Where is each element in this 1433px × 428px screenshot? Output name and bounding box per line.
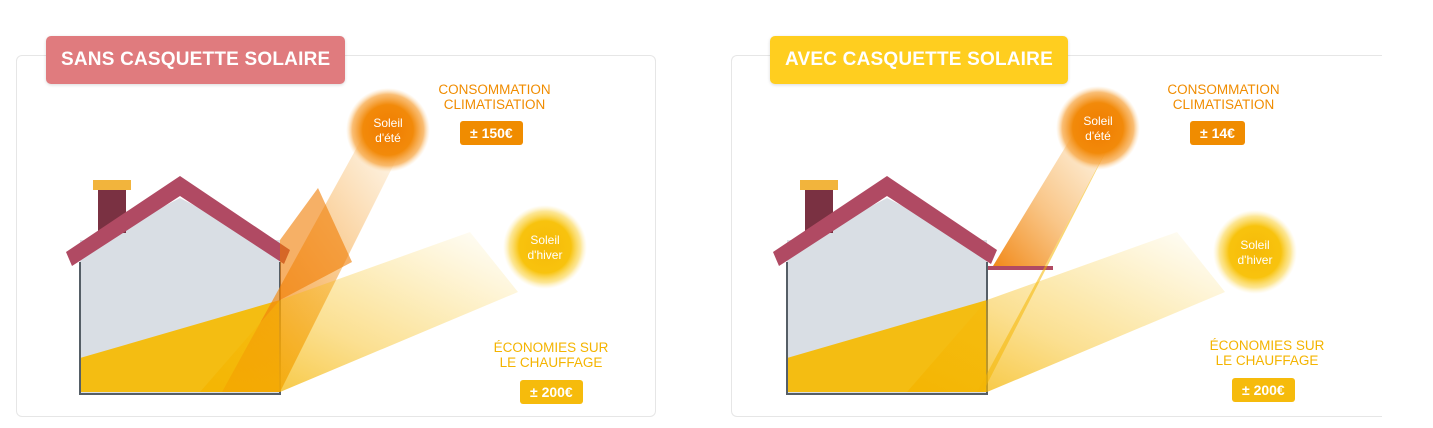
house-gable: [787, 198, 987, 250]
cooling-cost-badge: ± 14€: [1190, 121, 1245, 145]
summer-sun-label-line2: d'été: [375, 131, 401, 145]
heating-savings-badge: ± 200€: [1232, 378, 1295, 402]
summer-sun-label-line1: Soleil: [1083, 114, 1113, 128]
chimney-cap: [800, 180, 838, 190]
winter-sun: [503, 205, 587, 289]
winter-sunbeam: [200, 232, 518, 392]
winter-sun-label: Soleil d'hiver: [1220, 238, 1290, 268]
roof: [66, 176, 290, 266]
cooling-label: CONSOMMATION CLIMATISATION: [1161, 82, 1286, 112]
panel-with-visor: AVEC CASQUETTE SOLAIRE Soleil d'été Sole…: [715, 0, 1433, 428]
heating-label: ÉCONOMIES SUR LE CHAUFFAGE: [1202, 338, 1332, 368]
heating-label-line2: LE CHAUFFAGE: [1215, 353, 1319, 368]
winter-sunbeam: [907, 232, 1225, 392]
winter-sun-label-line2: d'hiver: [527, 248, 563, 262]
heating-label-line1: ÉCONOMIES SUR: [1209, 338, 1325, 353]
cooling-label-line1: CONSOMMATION: [438, 82, 551, 97]
sun-visor: [987, 266, 1053, 270]
summer-sun: [346, 88, 430, 172]
title-badge: SANS CASQUETTE SOLAIRE: [46, 36, 346, 84]
cooling-label-line2: CLIMATISATION: [443, 97, 546, 112]
cooling-label: CONSOMMATION CLIMATISATION: [432, 82, 557, 112]
summer-sun: [1056, 86, 1140, 170]
cooling-label-line1: CONSOMMATION: [1167, 82, 1280, 97]
heating-label-line2: LE CHAUFFAGE: [499, 355, 603, 370]
house-scene: [66, 88, 587, 395]
summer-sun-label-line1: Soleil: [373, 116, 403, 130]
cooling-cost-badge: ± 150€: [460, 121, 523, 145]
summer-sun-label: Soleil d'été: [353, 116, 423, 146]
winter-sun-label-line1: Soleil: [1240, 238, 1270, 252]
summer-sun-label: Soleil d'été: [1063, 114, 1133, 144]
house-scene: [773, 86, 1297, 395]
roof: [773, 176, 997, 266]
cooling-label-line2: CLIMATISATION: [1172, 97, 1275, 112]
panel-without-visor: SANS CASQUETTE SOLAIRE Soleil d'été Sole…: [16, 36, 656, 417]
chimney-cap: [93, 180, 131, 190]
winter-sun-label-line2: d'hiver: [1237, 253, 1273, 267]
winter-sun-label-line1: Soleil: [530, 233, 560, 247]
title-badge: AVEC CASQUETTE SOLAIRE: [770, 36, 1068, 84]
house-gable: [80, 198, 280, 250]
heating-label: ÉCONOMIES SUR LE CHAUFFAGE: [486, 340, 616, 370]
winter-sun-label: Soleil d'hiver: [510, 233, 580, 263]
summer-sun-label-line2: d'été: [1085, 129, 1111, 143]
heating-savings-badge: ± 200€: [520, 380, 583, 404]
winter-sun: [1213, 210, 1297, 294]
summer-sunbeam-glow: [280, 188, 352, 300]
heating-label-line1: ÉCONOMIES SUR: [493, 340, 609, 355]
